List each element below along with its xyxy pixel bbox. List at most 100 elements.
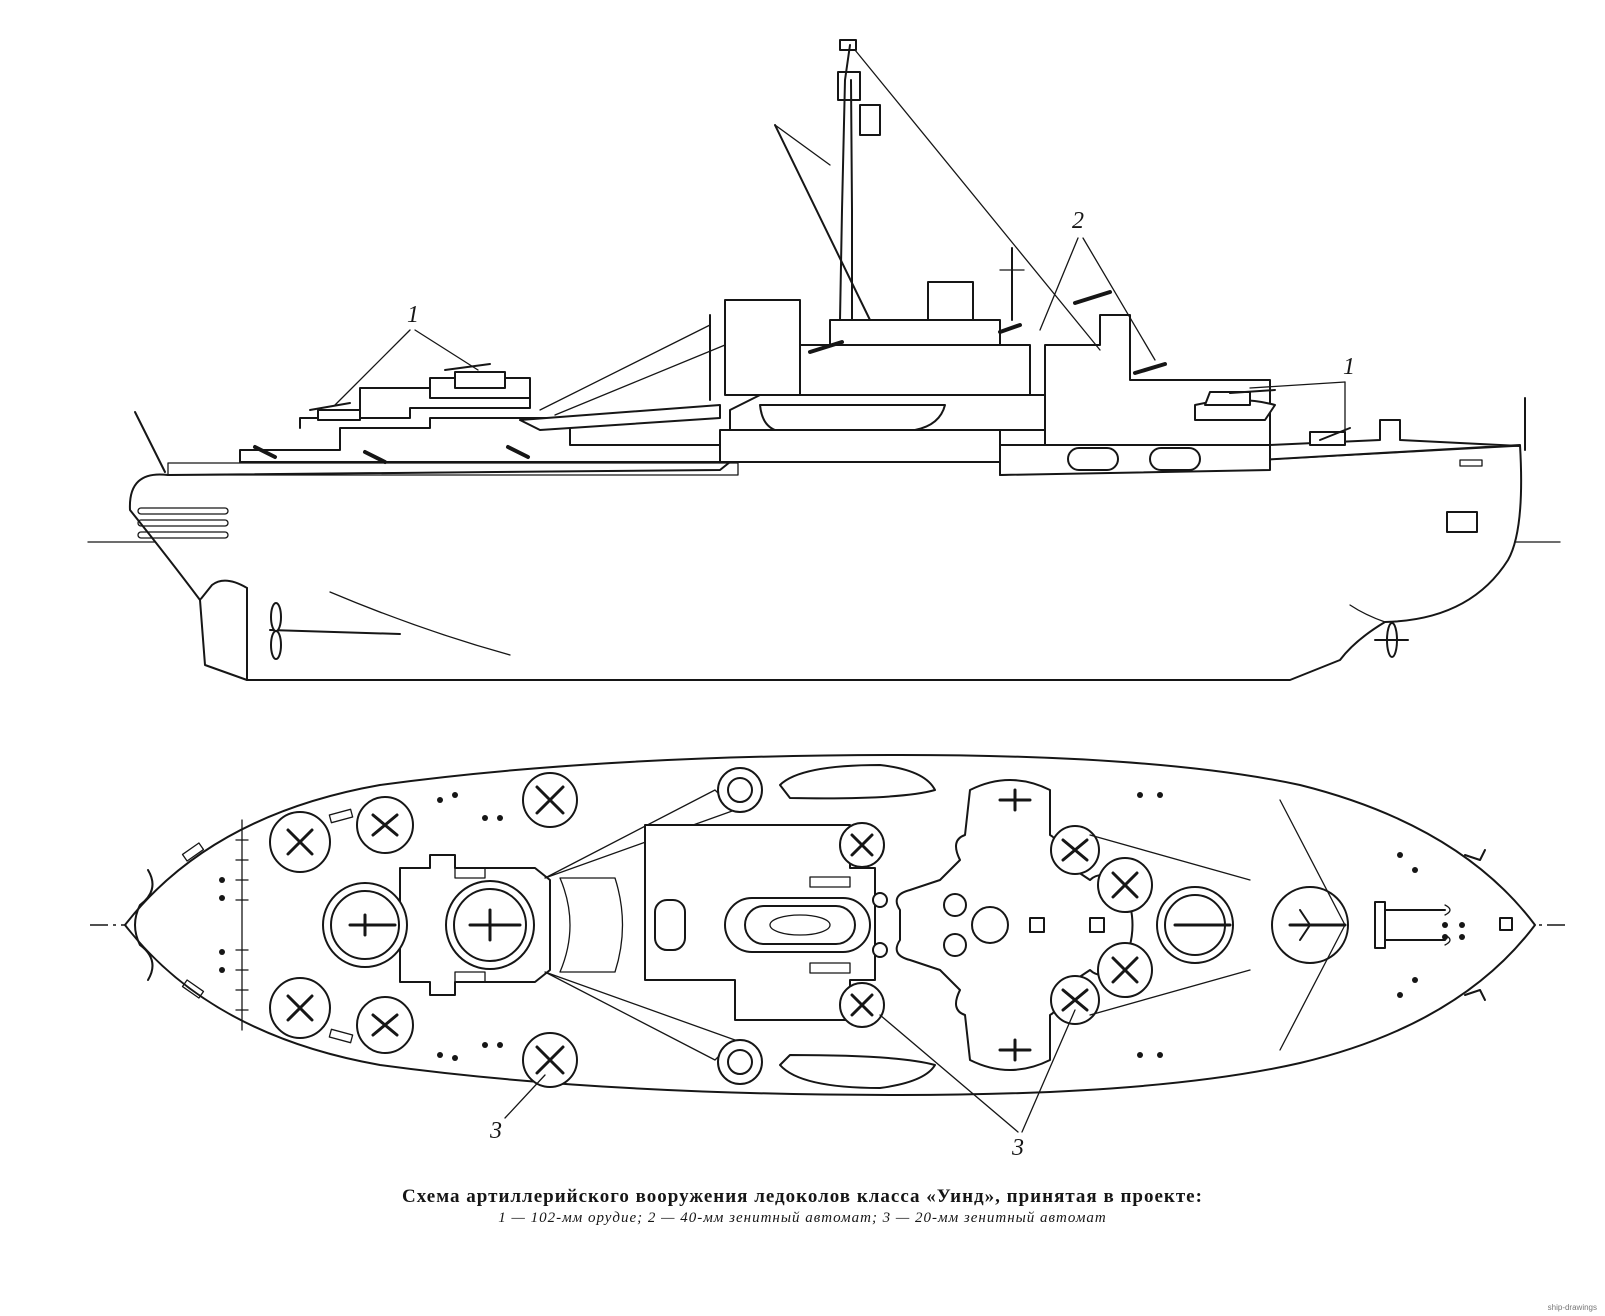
gun-40mm-plan-1 bbox=[998, 788, 1032, 812]
aft-stay bbox=[539, 324, 711, 411]
wheelhouse bbox=[829, 319, 1001, 346]
midship-superstructure bbox=[719, 429, 1001, 463]
stern-portholes bbox=[137, 507, 229, 539]
gun-40mm-plan-4 bbox=[1097, 942, 1153, 998]
aft-hatch-plan bbox=[559, 877, 624, 973]
gun-102mm-fwd-lower bbox=[1309, 427, 1351, 446]
stern-flagstaff bbox=[134, 411, 166, 473]
derrick-boom bbox=[774, 124, 871, 321]
callout-label-3-aft: 3 bbox=[489, 1118, 502, 1144]
stern-bollards bbox=[219, 792, 503, 1061]
windlass bbox=[1374, 901, 1451, 949]
hatch-oval bbox=[654, 899, 686, 951]
hull-outline bbox=[128, 444, 1523, 681]
gun-20mm-plan-aft-6 bbox=[522, 1032, 578, 1088]
callout-label-1-aft: 1 bbox=[407, 302, 419, 328]
bridge-block bbox=[779, 344, 1031, 396]
callout-label-1-fwd: 1 bbox=[1343, 354, 1355, 380]
aft-stay-2 bbox=[554, 344, 726, 416]
bow-stem-box bbox=[1499, 917, 1513, 931]
forecastle-break-port bbox=[1089, 799, 1346, 926]
gun-20mm-aft-2 bbox=[363, 450, 387, 464]
side-elevation-view: 1 2 1 bbox=[87, 39, 1561, 681]
stern-transom bbox=[134, 869, 154, 981]
gun-102mm-aft-upper bbox=[444, 363, 506, 389]
aft-boat-deck bbox=[519, 404, 721, 431]
davit-port bbox=[717, 767, 763, 813]
callout-label-3-fwd: 3 bbox=[1011, 1135, 1024, 1161]
figure-caption-legend: 1 — 102-мм орудие; 2 — 40-мм зенитный ав… bbox=[498, 1210, 1107, 1226]
bow-forefoot bbox=[1349, 604, 1386, 623]
hawse-pipe bbox=[1446, 511, 1478, 533]
bow-anchor-port bbox=[1464, 849, 1486, 861]
davit-stbd bbox=[717, 1039, 763, 1085]
stern-skeg bbox=[199, 587, 248, 681]
gun-102mm-aft-lower bbox=[309, 402, 361, 421]
gun-20mm-aft-1 bbox=[253, 445, 277, 459]
navigation-bridge bbox=[1044, 314, 1271, 446]
credit-watermark: ship-drawings bbox=[1547, 1303, 1597, 1312]
fairlead-port-1 bbox=[328, 808, 354, 824]
bilge-keel-line bbox=[329, 591, 511, 656]
gun-102mm-plan-fwd-2 bbox=[1271, 886, 1349, 964]
gun-102mm-fwd-upper bbox=[1204, 389, 1276, 406]
gun-20mm-bridge-2 bbox=[998, 323, 1022, 334]
bow-bollards bbox=[1137, 792, 1465, 1058]
gun-20mm-plan-fwd-2 bbox=[1050, 975, 1100, 1025]
foredeck-bulwark bbox=[1269, 419, 1521, 447]
forecastle-break-stbd bbox=[1089, 924, 1346, 1051]
fairlead-stern-stbd bbox=[181, 979, 205, 999]
stern-propeller bbox=[269, 602, 401, 660]
masthead bbox=[839, 39, 857, 51]
gun-20mm-plan-aft-4 bbox=[356, 996, 414, 1054]
gun-20mm-aft-3 bbox=[506, 445, 530, 459]
callout-1-fwd: 1 bbox=[1249, 354, 1355, 436]
aft-ladders bbox=[454, 867, 486, 983]
gun-20mm-plan-mid-2 bbox=[839, 982, 885, 1028]
gun-20mm-plan-aft-5 bbox=[522, 772, 578, 828]
lifeboat-side bbox=[759, 404, 946, 431]
bow-scuttle bbox=[1459, 459, 1483, 467]
gun-40mm-plan-3 bbox=[1097, 857, 1153, 913]
gun-20mm-plan-aft-3 bbox=[269, 977, 331, 1039]
mast-flag bbox=[859, 104, 881, 136]
gun-40mm-plan-2 bbox=[998, 1038, 1032, 1062]
fairlead-stbd-1 bbox=[328, 1028, 354, 1044]
fairlead-stern-port bbox=[181, 842, 205, 862]
callout-2: 2 bbox=[1039, 208, 1156, 361]
gun-102mm-plan-aft-2 bbox=[445, 880, 535, 970]
gun-20mm-plan-fwd-1 bbox=[1050, 825, 1100, 875]
bow-propeller bbox=[1374, 622, 1409, 658]
midship-ladder-port bbox=[809, 876, 851, 888]
gun-20mm-plan-aft-1 bbox=[269, 811, 331, 873]
stern-frame-ticks bbox=[235, 839, 249, 1011]
gun-20mm-bridge-1 bbox=[808, 340, 844, 354]
bow-porthole-2 bbox=[1149, 447, 1201, 471]
gun-102mm-plan-aft-1 bbox=[322, 882, 408, 968]
figure-caption-title: Схема артиллерийского вооружения ледокол… bbox=[402, 1186, 1203, 1207]
funnel-inner bbox=[769, 914, 831, 936]
boat-plan-port bbox=[779, 764, 936, 800]
funnel-top bbox=[927, 281, 974, 321]
callout-1-aft: 1 bbox=[334, 302, 479, 406]
bow-porthole-1 bbox=[1067, 447, 1119, 471]
gun-20mm-plan-mid-1 bbox=[839, 822, 885, 868]
crows-nest bbox=[837, 71, 861, 101]
plan-view: 3 3 bbox=[90, 754, 1565, 1161]
funnel-plan bbox=[724, 897, 871, 953]
boat-plan-stbd bbox=[779, 1054, 936, 1089]
midship-ladder-stbd bbox=[809, 962, 851, 974]
callout-3-fwd: 3 bbox=[879, 1009, 1076, 1161]
gun-102mm-plan-fwd-1 bbox=[1156, 886, 1234, 964]
funnel-block bbox=[724, 299, 801, 396]
gun-20mm-plan-aft-2 bbox=[356, 796, 414, 854]
gun-40mm-2 bbox=[1133, 362, 1167, 375]
callout-3-aft: 3 bbox=[489, 1074, 546, 1144]
callout-label-2: 2 bbox=[1072, 208, 1084, 234]
gun-40mm-1 bbox=[1073, 290, 1112, 305]
mast-stay-forward bbox=[854, 49, 1101, 351]
forward-superstructure bbox=[999, 444, 1271, 476]
bow-anchor-stbd bbox=[1464, 989, 1486, 1001]
bridge-plan bbox=[895, 779, 1134, 1071]
